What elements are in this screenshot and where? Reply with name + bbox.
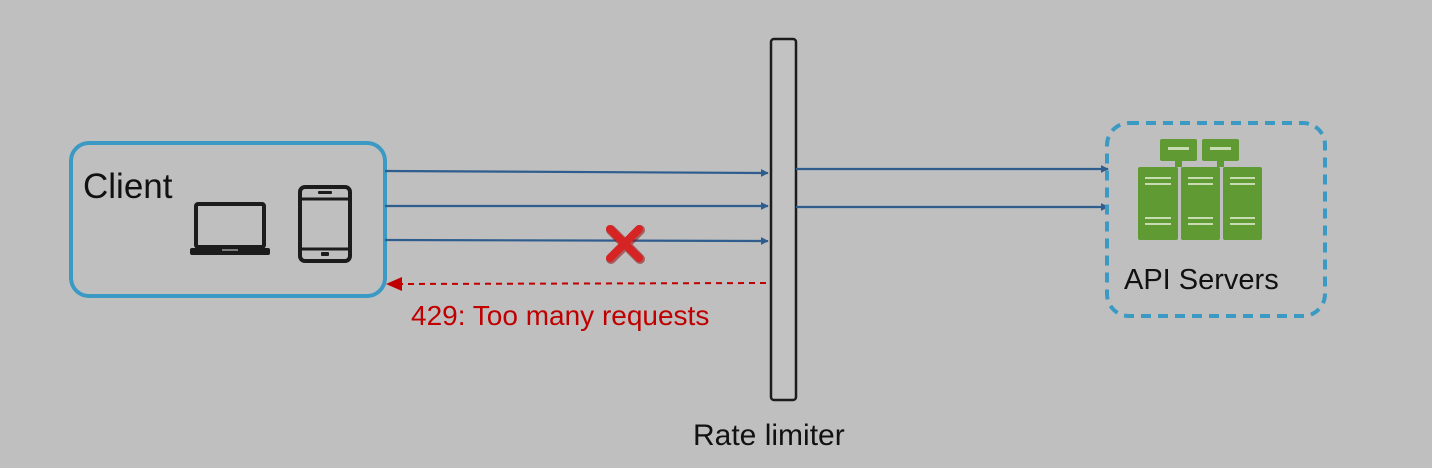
client-box [69,141,387,298]
laptop-icon [190,202,270,255]
api-servers-box [1105,121,1327,318]
request-arrow-1 [384,168,769,177]
rate-limiter-label: Rate limiter [693,419,845,452]
api-servers-label: API Servers [1124,264,1279,296]
rate-limiter-bar [769,37,798,402]
smartphone-icon [298,185,352,263]
rejection-arrow [386,277,767,291]
request-arrow-3 [384,236,769,245]
red-x-icon [606,225,645,264]
server-rack-icon [1138,139,1262,240]
error-response-label: 429: Too many requests [411,300,710,331]
client-label: Client [83,167,173,206]
